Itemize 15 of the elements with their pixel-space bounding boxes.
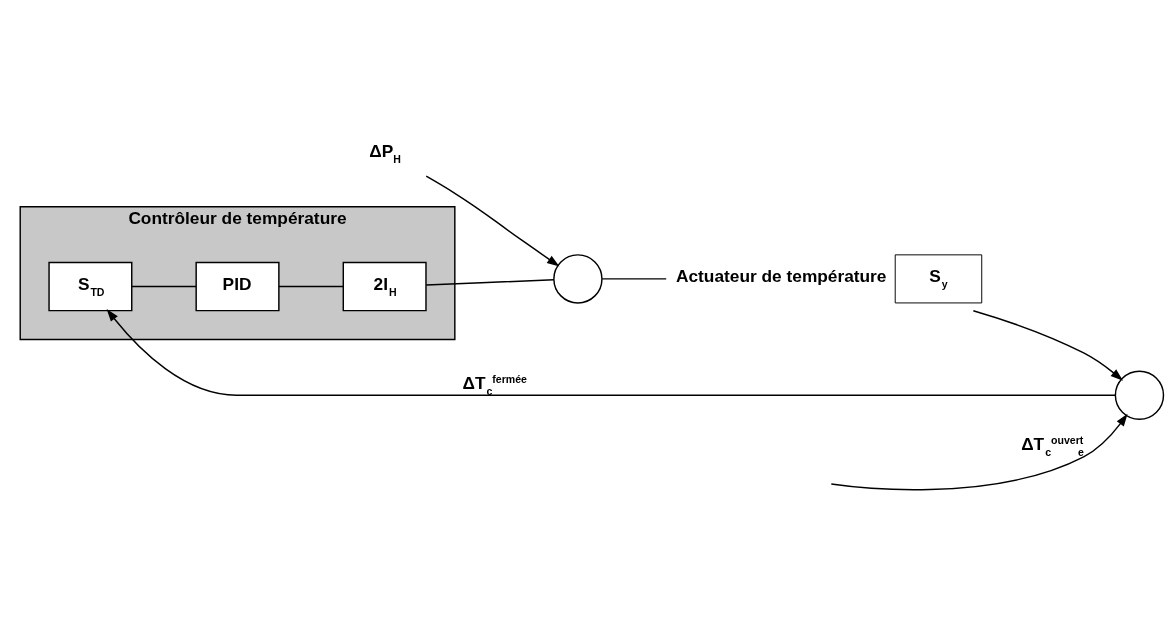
arrow: [425, 174, 560, 267]
arrow: [972, 309, 1124, 381]
connector: [601, 277, 667, 280]
connector: [425, 278, 555, 286]
node-label: Actuateur de température: [675, 265, 887, 286]
node-box: 2I$_{H}$: [342, 261, 427, 311]
node-circle: [1114, 369, 1165, 420]
connector: [131, 285, 197, 287]
arrow: [830, 413, 1128, 490]
arrow: [106, 308, 1116, 396]
connector: [278, 285, 344, 287]
node-box: PID: [195, 261, 280, 311]
node-box: S$_{TD}$: [48, 261, 133, 311]
node-text: ΔP$_{H}$: [369, 140, 401, 165]
node-circle: [553, 253, 603, 304]
